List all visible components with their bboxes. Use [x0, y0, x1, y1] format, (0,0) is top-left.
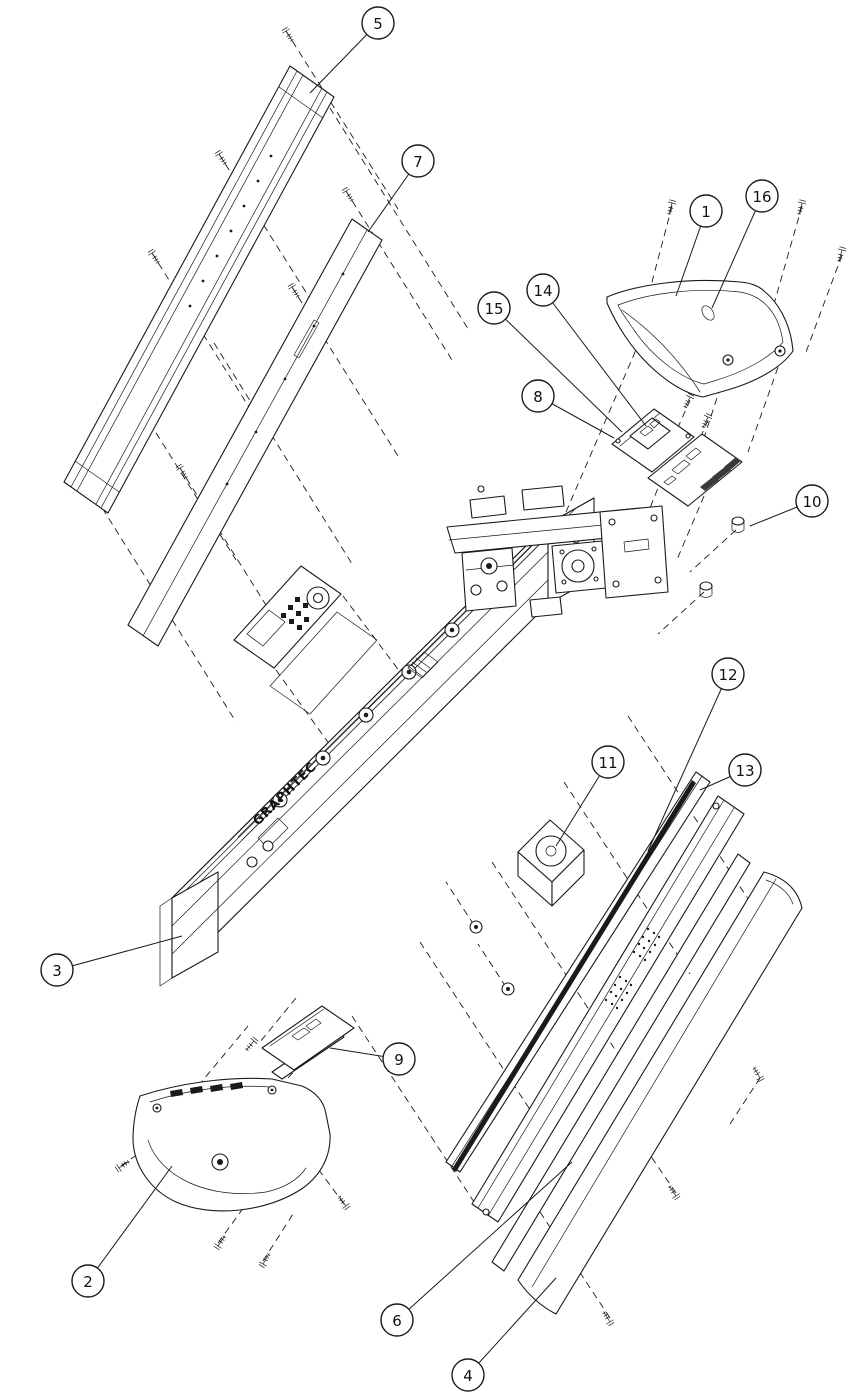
callout-9: 9 — [329, 1042, 416, 1076]
callout-bubble-6 — [380, 1303, 414, 1337]
part-top-cover — [63, 65, 335, 514]
callout-bubble-8 — [521, 379, 555, 413]
part-bottom-cover — [517, 871, 803, 1315]
callout-bubble-4 — [451, 1358, 485, 1392]
callout-8: 8 — [521, 379, 615, 439]
part-fan-box — [517, 819, 585, 907]
callout-number-2: 2 — [83, 1273, 93, 1291]
callout-bubble-9 — [382, 1042, 416, 1076]
callout-14: 14 — [526, 273, 647, 427]
screw-icon — [286, 282, 303, 300]
callout-16: 16 — [711, 179, 779, 309]
callout-5: 5 — [309, 6, 395, 94]
screw-icon — [242, 1036, 260, 1054]
part-small-board — [261, 1005, 355, 1080]
screw-icon — [340, 186, 357, 204]
callout-bubble-14 — [526, 273, 560, 307]
callout-number-4: 4 — [463, 1367, 473, 1385]
callout-number-10: 10 — [802, 493, 821, 511]
part-main-chassis: GRAPHTEC — [159, 497, 595, 987]
callout-bubble-16 — [745, 179, 779, 213]
part-control-panel — [233, 565, 378, 715]
callout-bubble-13 — [728, 753, 762, 787]
callout-number-8: 8 — [533, 388, 543, 406]
part-pcb-assembly — [611, 408, 743, 507]
screw-icon — [257, 1251, 273, 1269]
callout-number-1: 1 — [701, 203, 711, 221]
callout-bubble-10 — [795, 484, 829, 518]
screw-icon — [212, 1233, 229, 1251]
part-bumper-feet — [699, 516, 745, 598]
screw-icon — [680, 392, 696, 410]
screw-icon — [664, 199, 677, 216]
screw-icon — [174, 463, 191, 481]
callout-number-14: 14 — [533, 282, 552, 300]
vent-hole-cluster — [604, 975, 633, 1010]
screw-icon — [599, 1309, 616, 1327]
part-cutting-strip-rail — [445, 771, 711, 1173]
callout-bubble-3 — [40, 953, 74, 987]
screw-icon — [146, 248, 163, 266]
thumbscrew-icons — [469, 920, 515, 996]
screw-icon — [280, 26, 297, 44]
callout-number-13: 13 — [735, 762, 754, 780]
callout-10: 10 — [749, 484, 829, 527]
callout-number-6: 6 — [392, 1312, 402, 1330]
callout-2: 2 — [71, 1165, 173, 1298]
part-left-side-cover — [132, 1077, 331, 1212]
callout-13: 13 — [699, 753, 762, 791]
callout-bubble-2 — [71, 1264, 105, 1298]
callout-bubble-12 — [711, 657, 745, 691]
callout-number-3: 3 — [52, 962, 62, 980]
part-carriage-assembly — [446, 485, 669, 618]
callout-number-16: 16 — [752, 188, 771, 206]
callout-bubble-11 — [591, 745, 625, 779]
screw-icon — [114, 1157, 132, 1174]
part-right-side-cover — [606, 279, 794, 398]
part-rear-panel — [127, 218, 383, 647]
screw-icon — [750, 1065, 766, 1083]
callout-11: 11 — [555, 745, 625, 847]
callout-number-11: 11 — [598, 754, 617, 772]
screw-icon — [665, 1183, 682, 1201]
callout-1: 1 — [675, 194, 723, 297]
callout-number-15: 15 — [484, 300, 503, 318]
callout-number-12: 12 — [718, 666, 737, 684]
callout-6: 6 — [380, 1161, 573, 1337]
screw-icon — [213, 149, 230, 167]
callout-bubble-7 — [401, 144, 435, 178]
cutting-strip — [452, 780, 696, 1172]
callout-number-5: 5 — [373, 15, 383, 33]
callout-4: 4 — [451, 1277, 557, 1392]
vent-hole-cluster — [632, 927, 661, 962]
screw-icon — [794, 199, 807, 216]
part-front-platen — [471, 795, 745, 1223]
callout-bubble-1 — [689, 194, 723, 228]
callout-12: 12 — [647, 657, 745, 852]
screw-icon — [834, 246, 847, 263]
callout-layer: 5 7 1 16 14 15 8 10 12 11 13 3 9 2 6 4 — [40, 6, 829, 1392]
callout-bubble-15 — [477, 291, 511, 325]
callout-bubble-5 — [361, 6, 395, 40]
callout-7: 7 — [367, 144, 435, 233]
screw-icon — [335, 1193, 352, 1211]
screw-icon — [698, 412, 714, 430]
callout-number-7: 7 — [413, 153, 423, 171]
callout-number-9: 9 — [394, 1051, 404, 1069]
callout-15: 15 — [477, 291, 623, 433]
part-front-guide — [491, 853, 751, 1272]
cover-oval-hole — [701, 305, 715, 321]
callout-3: 3 — [40, 935, 183, 987]
